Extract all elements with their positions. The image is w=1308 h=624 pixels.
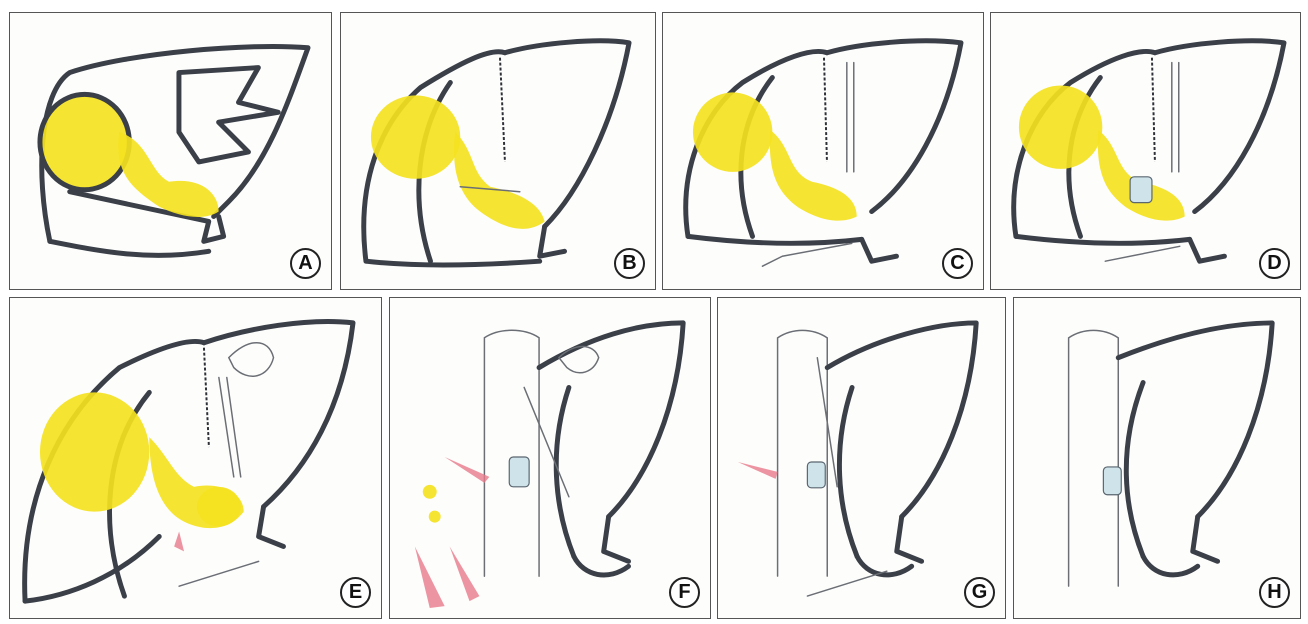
panel-c-drawing <box>663 13 983 289</box>
panel-label-b: B <box>614 248 645 279</box>
panel-e: E <box>9 297 382 619</box>
panel-label-f: F <box>669 577 700 608</box>
panel-g-drawing <box>718 298 1005 618</box>
panel-b: B <box>340 12 656 290</box>
panel-h: H <box>1013 297 1301 619</box>
panel-h-drawing <box>1014 298 1300 618</box>
panel-label-a: A <box>290 248 321 279</box>
panel-a: A <box>9 12 332 290</box>
panel-a-drawing <box>10 13 331 289</box>
panel-label-g: G <box>964 577 995 608</box>
panel-e-drawing <box>10 298 381 618</box>
panel-d: D <box>990 12 1301 290</box>
panel-label-e: E <box>340 577 371 608</box>
panel-f-drawing <box>390 298 710 618</box>
panel-label-h: H <box>1259 577 1290 608</box>
panel-f: F <box>389 297 711 619</box>
panel-label-c: C <box>942 248 973 279</box>
panel-g: G <box>717 297 1006 619</box>
panel-c: C <box>662 12 984 290</box>
panel-label-d: D <box>1259 248 1290 279</box>
panel-b-drawing <box>341 13 655 289</box>
panel-d-drawing <box>991 13 1300 289</box>
